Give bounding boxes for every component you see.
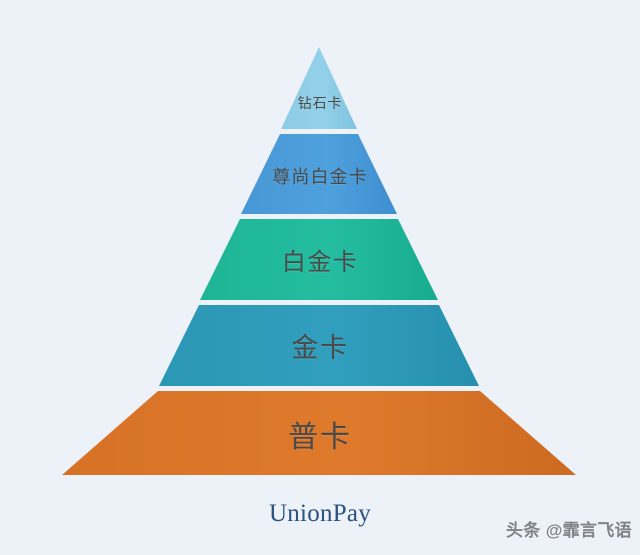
pyramid-tier-5-shape [62,391,576,475]
pyramid-tier-1-label: 钻石卡 [297,95,343,111]
pyramid-tier-4-label: 金卡 [291,333,349,363]
pyramid-tier-2-label: 尊尚白金卡 [272,167,368,187]
pyramid-tier-1-shape [281,47,357,129]
source-watermark: 头条 @霏言飞语 [505,521,632,540]
pyramid-tier-3-label: 白金卡 [281,249,359,276]
pyramid-tier-3-shape [200,219,438,300]
pyramid-tier-2-shape [241,134,397,214]
pyramid-tier-5-label: 普卡 [288,421,352,454]
unionpay-wordmark: UnionPay [269,500,371,527]
pyramid-tier-4-shape [159,305,479,386]
